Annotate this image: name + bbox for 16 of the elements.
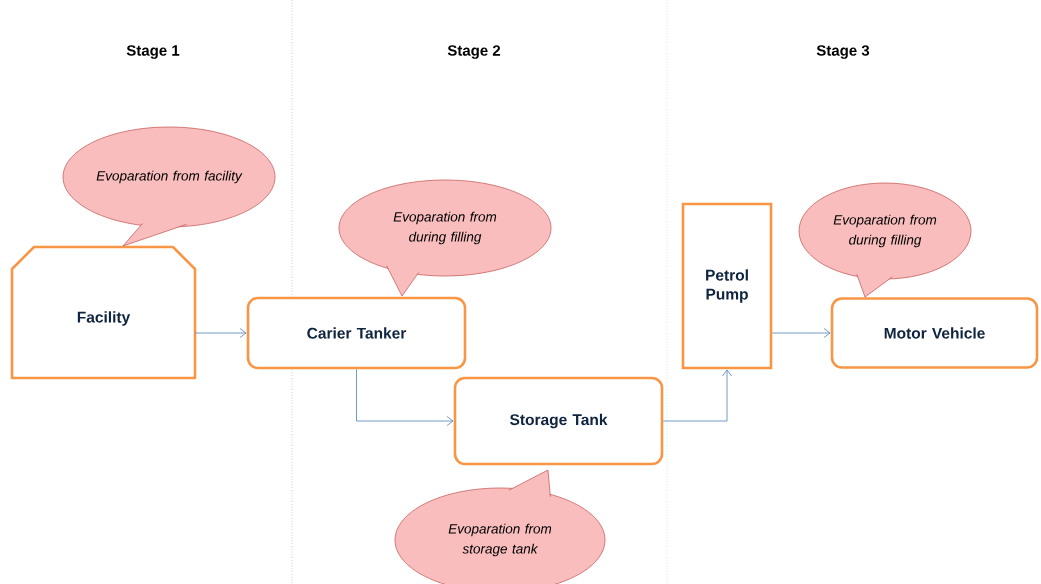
- speech-bubble: Evoparation from during filling: [338, 179, 552, 297]
- stage-heading: Stage 2: [447, 45, 501, 59]
- facility-box: Facility: [10, 245, 197, 380]
- arrow: [356, 368, 454, 426]
- arrow: [194, 328, 247, 338]
- process-box: Storage Tank: [453, 376, 664, 466]
- speech-bubble: Evoparation from facility: [62, 126, 276, 247]
- speech-bubble: Evoparation from storage tank: [394, 469, 606, 584]
- stage-heading: Stage 1: [126, 45, 180, 59]
- stage-heading: Stage 3: [816, 45, 870, 59]
- speech-bubble: Evoparation from during filling: [798, 182, 972, 298]
- arrow: [771, 328, 831, 338]
- process-box: Petrol Pump: [681, 202, 773, 370]
- process-box: Carier Tanker: [246, 296, 467, 370]
- arrow: [662, 369, 732, 422]
- process-box: Motor Vehicle: [830, 297, 1039, 369]
